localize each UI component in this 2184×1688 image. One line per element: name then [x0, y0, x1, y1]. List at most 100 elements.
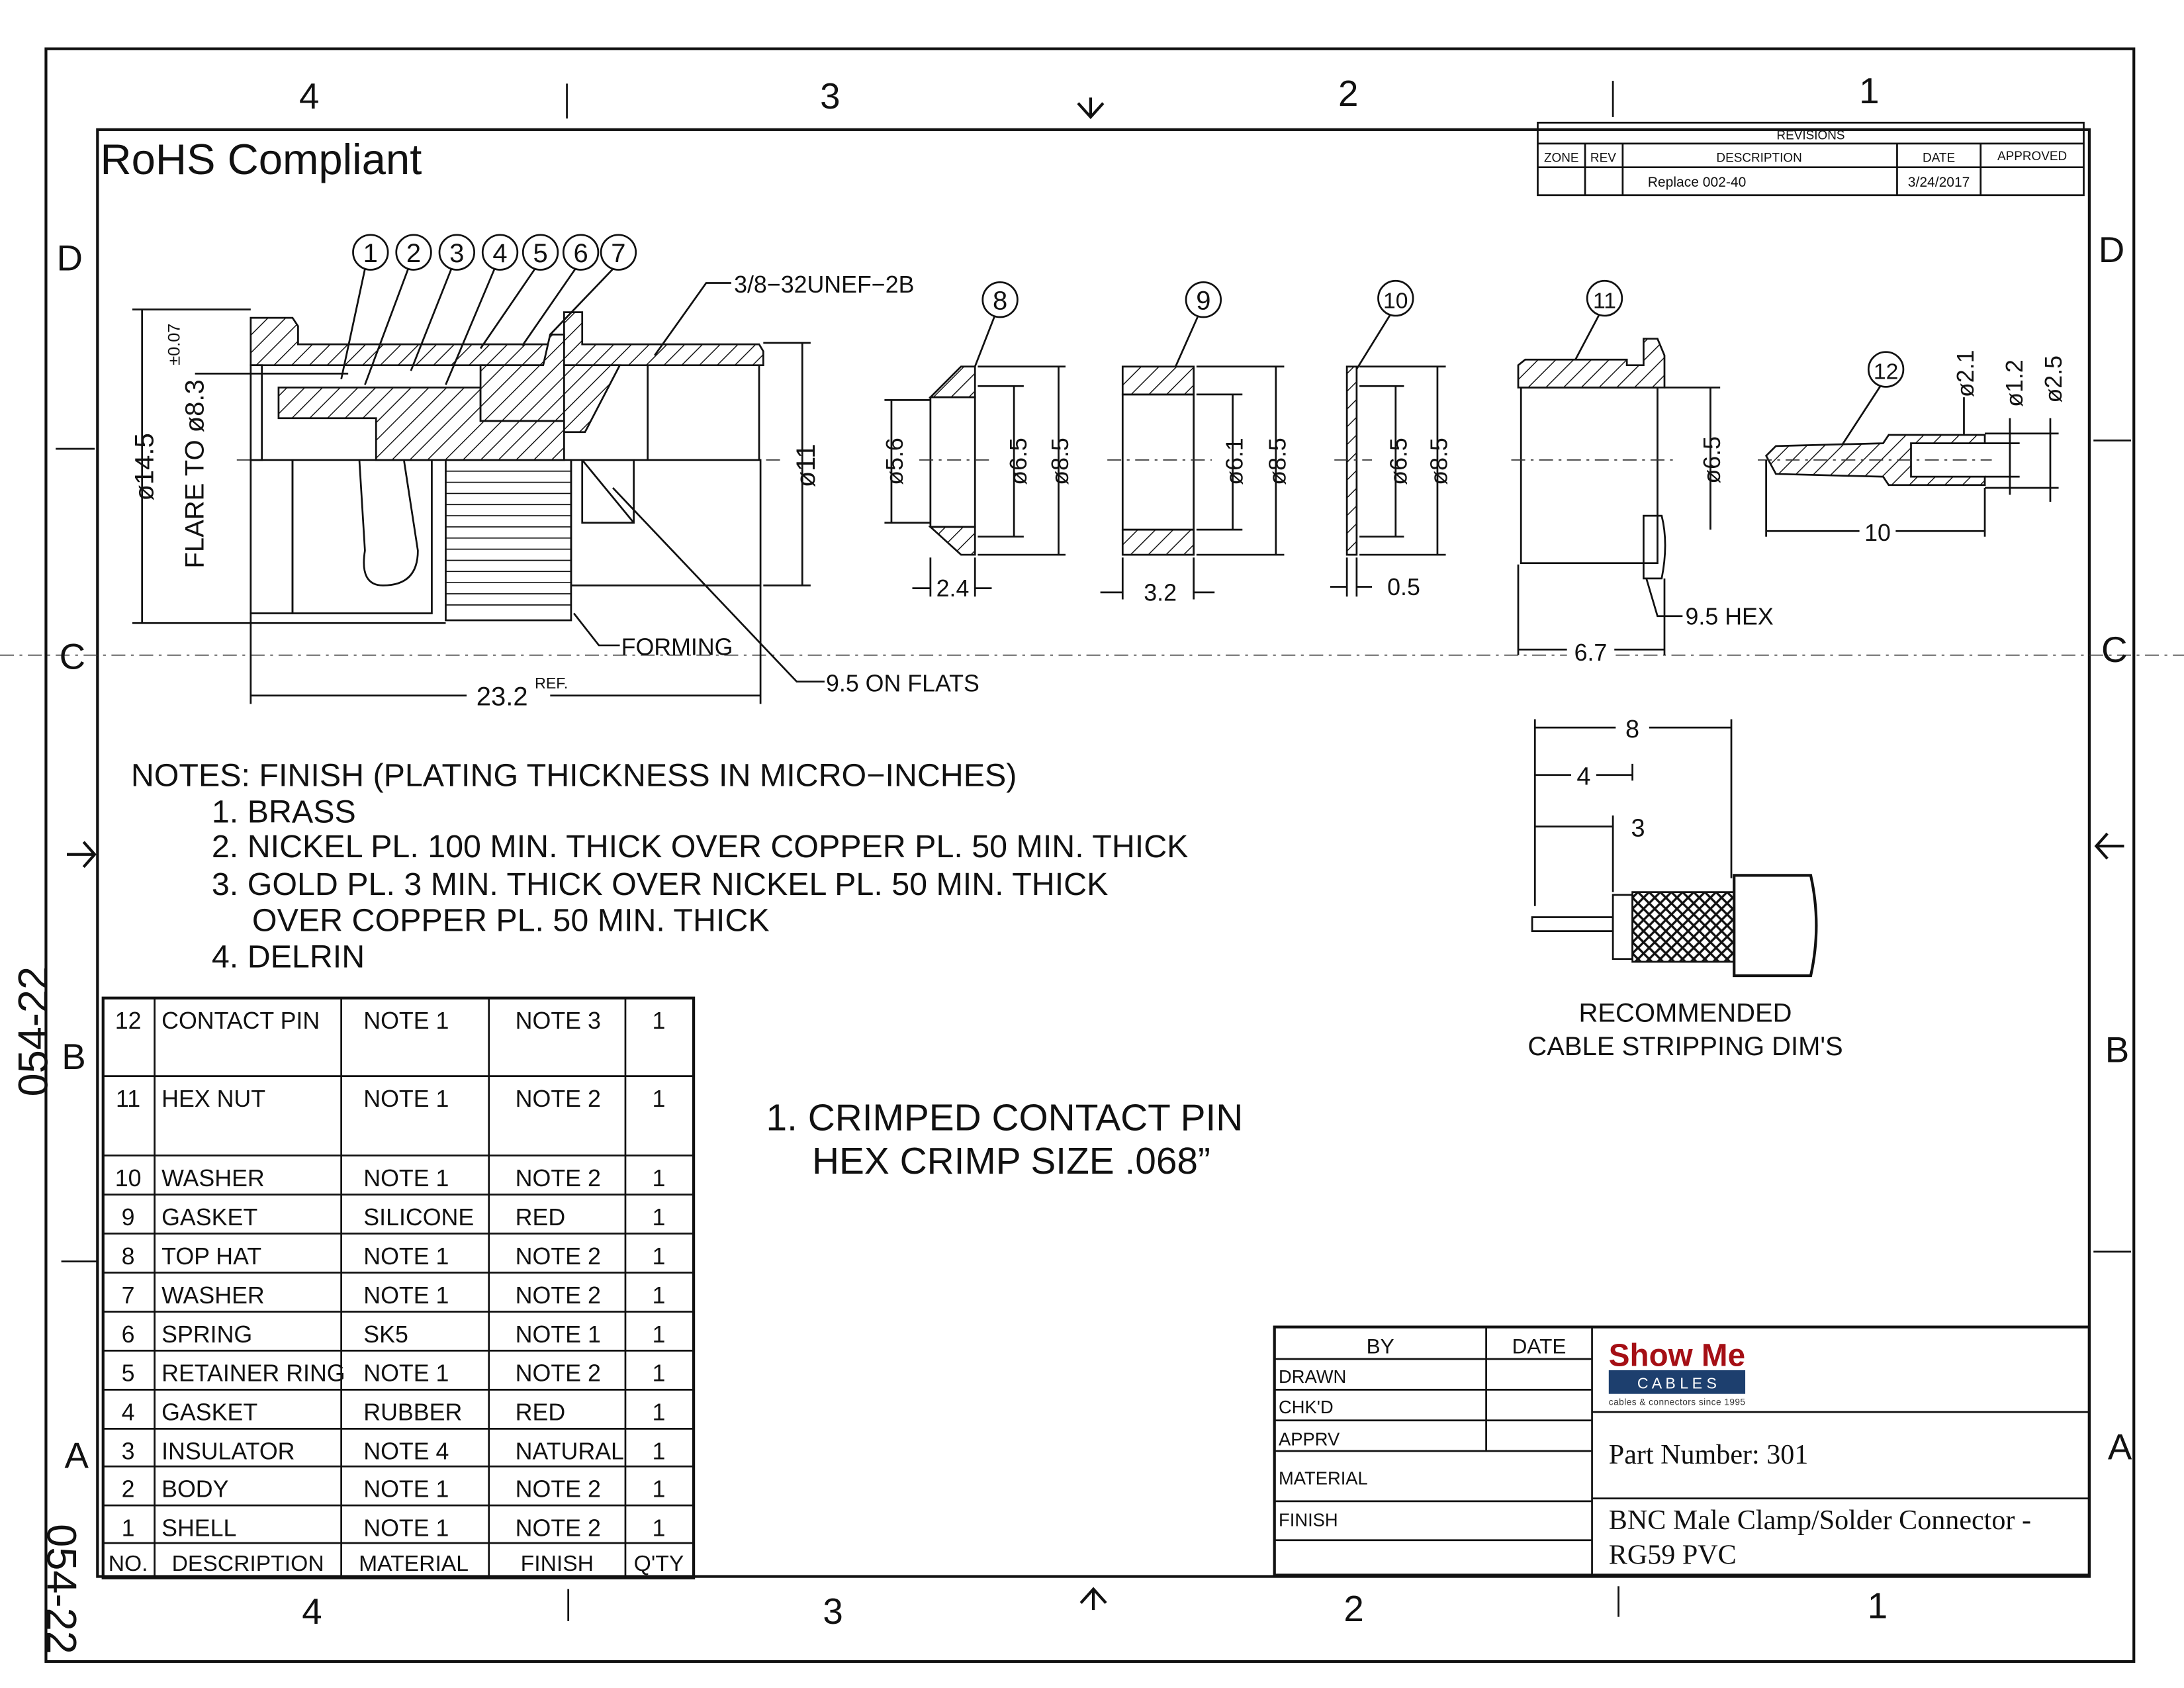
drawing-code: 054-22 — [38, 1524, 85, 1654]
item-balloon — [438, 234, 475, 271]
rev-description: Replace 002-40 — [1648, 175, 1747, 190]
zone-markers-top: 4 3 2 1 — [299, 70, 1880, 120]
parts-cell: RETAINER RING — [161, 1360, 345, 1387]
rev-header: DESCRIPTION — [1716, 151, 1801, 165]
notes-header: NOTES: FINISH (PLATING THICKNESS IN MICR… — [131, 758, 1017, 794]
row-label: D — [2099, 229, 2125, 270]
parts-cell: NOTE 3 — [516, 1008, 601, 1034]
part-9-gasket-drawing: ø6.1 ø8.5 3.2 — [1100, 365, 1291, 606]
parts-cell: 1 — [653, 1399, 666, 1426]
show-me-cables-logo: Show Me C A B L E S cables & connectors … — [1608, 1338, 1745, 1407]
hex-label: 9.5 HEX — [1686, 603, 1774, 630]
parts-cell: NOTE 2 — [516, 1476, 601, 1503]
arrow-down-icon — [1077, 97, 1105, 120]
drawing-code: 054-22 — [11, 966, 57, 1097]
logo-text: Show Me — [1609, 1338, 1745, 1374]
parts-cell: GASKET — [161, 1399, 257, 1426]
dim-label: ø1.2 — [2001, 359, 2028, 407]
parts-cell: 1 — [653, 1360, 666, 1387]
item-balloon — [395, 234, 432, 271]
dim-label: 0.5 — [1387, 574, 1420, 600]
parts-cell: RED — [516, 1399, 565, 1426]
rev-date: 3/24/2017 — [1908, 175, 1970, 190]
arrow-up-icon — [1079, 1587, 1107, 1611]
parts-cell: HEX NUT — [161, 1086, 265, 1112]
dim-tolerance: ±0.07 — [165, 324, 183, 365]
crimp-note: HEX CRIMP SIZE .068” — [812, 1141, 1210, 1182]
finish-label: FINISH — [1279, 1510, 1338, 1530]
parts-cell: WASHER — [161, 1282, 265, 1309]
row-label: D — [56, 237, 83, 278]
rev-header: DATE — [1923, 151, 1955, 165]
parts-header: FINISH — [521, 1552, 594, 1576]
balloon-number: 12 — [1874, 360, 1898, 385]
dim-label: ø11 — [792, 444, 821, 487]
parts-cell: SHELL — [161, 1515, 236, 1541]
item-balloon — [352, 234, 389, 271]
rev-header: APPROVED — [1997, 150, 2067, 164]
parts-cell: NOTE 1 — [363, 1243, 449, 1270]
item-balloon — [600, 234, 637, 271]
parts-cell: 6 — [122, 1321, 135, 1348]
note-line: 1. BRASS — [212, 794, 356, 829]
dim-label: ø6.1 — [1221, 438, 1248, 485]
dim-label: ø8.5 — [1265, 438, 1291, 485]
connector-assembly-drawing: ø14.5 FLARE TO ø8.3 ±0.07 ø11 23.2 REF. … — [130, 271, 979, 711]
logo-band: C A B L E S — [1637, 1374, 1717, 1391]
part-number: Part Number: 301 — [1609, 1439, 1809, 1470]
parts-cell: 1 — [653, 1243, 666, 1270]
stripping-caption: RECOMMENDED — [1579, 998, 1792, 1027]
parts-cell: NOTE 4 — [363, 1438, 449, 1465]
parts-header: Q'TY — [634, 1552, 684, 1576]
rev-header: ZONE — [1544, 151, 1579, 165]
balloon-number: 11 — [1593, 289, 1616, 313]
parts-cell: 11 — [116, 1086, 140, 1112]
dim-label: ø6.5 — [1386, 438, 1412, 485]
balloon-number: 9 — [1196, 286, 1210, 315]
row-label: B — [2105, 1029, 2129, 1070]
parts-cell: NATURAL — [516, 1438, 624, 1465]
zone-markers-bottom: 4 3 2 1 — [302, 1585, 1888, 1632]
item-balloon — [1185, 281, 1222, 318]
parts-cell: 1 — [653, 1321, 666, 1348]
dim-label: FLARE TO ø8.3 — [180, 379, 209, 568]
parts-cell: 9 — [122, 1204, 135, 1231]
revisions-title: REVISIONS — [1776, 129, 1844, 143]
parts-cell: NOTE 1 — [363, 1086, 449, 1112]
note-line: 3. GOLD PL. 3 MIN. THICK OVER NICKEL PL.… — [212, 867, 1109, 902]
item-balloon — [1867, 351, 1905, 388]
row-markers-left: D C B A 054-22 054-22 — [11, 237, 98, 1654]
parts-cell: 4 — [122, 1399, 135, 1426]
dim-label: 6.7 — [1574, 639, 1608, 666]
parts-cell: NOTE 2 — [516, 1282, 601, 1309]
row-label: C — [2101, 629, 2128, 670]
dim-ref: REF. — [535, 675, 568, 692]
parts-cell: 10 — [115, 1165, 142, 1192]
balloon-number: 7 — [611, 239, 625, 268]
parts-header: MATERIAL — [359, 1552, 469, 1576]
parts-cell: 1 — [653, 1476, 666, 1503]
dim-label: ø6.5 — [1005, 438, 1032, 485]
dim-label: ø6.5 — [1699, 436, 1725, 484]
part-10-washer-drawing: ø6.5 ø8.5 0.5 — [1330, 365, 1453, 600]
item-balloon — [562, 234, 600, 271]
drawn-label: DRAWN — [1279, 1366, 1346, 1387]
row-label: C — [60, 636, 86, 677]
parts-cell: NOTE 1 — [363, 1476, 449, 1503]
zone-label: 3 — [823, 1591, 842, 1632]
rev-header: REV — [1590, 151, 1616, 165]
parts-cell: NOTE 2 — [516, 1360, 601, 1387]
zone-label: 3 — [820, 75, 840, 117]
dim-label: 3 — [1631, 814, 1645, 842]
parts-cell: GASKET — [161, 1204, 257, 1231]
item-balloon — [481, 234, 519, 271]
rohs-label: RoHS Compliant — [101, 135, 422, 183]
parts-cell: NOTE 2 — [516, 1243, 601, 1270]
dim-label: 2.4 — [936, 575, 970, 602]
knurl-lines — [445, 470, 571, 606]
parts-cell: 1 — [122, 1515, 135, 1541]
